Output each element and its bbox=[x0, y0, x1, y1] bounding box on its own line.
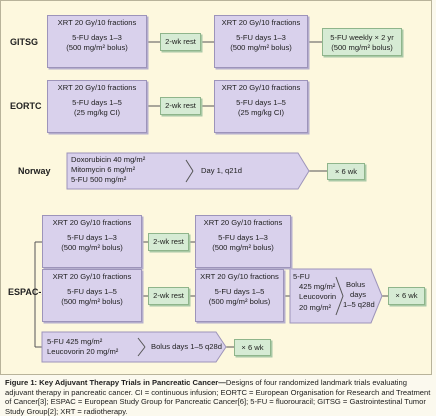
espac-row1-phase1-box: XRT 20 Gy/10 fractions 5-FU days 1–3 (50… bbox=[42, 215, 142, 268]
box-text: Bolus bbox=[346, 280, 365, 289]
gitsg-rest-box: 2-wk rest bbox=[160, 33, 201, 51]
box-text: 425 mg/m² bbox=[299, 282, 336, 292]
norway-regimen-text: Doxorubicin 40 mg/m² Mitomycin 6 mg/m² 5… bbox=[71, 155, 145, 186]
caption-text: Designs of four randomized landmark tria… bbox=[5, 378, 431, 416]
box-text: Leucovorin bbox=[299, 292, 337, 302]
box-text: 5-FU 500 mg/m² bbox=[71, 175, 127, 185]
espac-row2-repeat-box: × 6 wk bbox=[388, 287, 425, 305]
box-text: XRT 20 Gy/10 fractions bbox=[57, 18, 137, 27]
norway-schedule-text: Day 1, q21d bbox=[201, 166, 242, 175]
box-text: Leucovorin 20 mg/m² bbox=[47, 347, 119, 357]
eortc-phase1-box: XRT 20 Gy/10 fractions 5-FU days 1–5 (25… bbox=[47, 80, 147, 133]
trial-label-norway: Norway bbox=[18, 166, 51, 176]
espac-row2-rest-box: 2-wk rest bbox=[148, 287, 189, 305]
box-text: XRT 20 Gy/10 fractions bbox=[221, 83, 301, 92]
figure-caption: Figure 1: Key Adjuvant Therapy Trials in… bbox=[5, 378, 431, 416]
box-text: XRT 20 Gy/10 fractions bbox=[52, 272, 132, 281]
espac-row2-bolus-text: Bolus days 1–5 q28d bbox=[343, 280, 375, 311]
box-text: Mitomycin 6 mg/m² bbox=[71, 165, 136, 175]
eortc-phase2-box: XRT 20 Gy/10 fractions 5-FU days 1–5 (25… bbox=[214, 80, 308, 133]
box-text: 5-FU weekly × 2 yr bbox=[330, 33, 394, 42]
gitsg-phase2-box: XRT 20 Gy/10 fractions 5-FU days 1–3 (50… bbox=[214, 15, 308, 68]
box-text: 5-FU bbox=[293, 272, 310, 281]
box-text: (500 mg/m² bolus) bbox=[212, 243, 274, 253]
espac-row2-phase2-box: XRT 20 Gy/10 fractions 5-FU days 1–5 (50… bbox=[195, 269, 284, 322]
espac-row2-phase1-box: XRT 20 Gy/10 fractions 5-FU days 1–5 (50… bbox=[42, 269, 142, 322]
trial-label-eortc: EORTC bbox=[10, 101, 42, 111]
box-text: (500 mg/m² bolus) bbox=[230, 43, 292, 53]
norway-repeat-box: × 6 wk bbox=[327, 163, 365, 180]
box-text: 5-FU 425 mg/m² bbox=[47, 337, 103, 346]
espac-row1-phase2-box: XRT 20 Gy/10 fractions 5-FU days 1–3 (50… bbox=[195, 215, 291, 268]
box-text: 5-FU days 1–5 bbox=[214, 287, 265, 297]
box-text: (500 mg/m² bolus) bbox=[208, 297, 271, 307]
box-text: XRT 20 Gy/10 fractions bbox=[57, 83, 137, 92]
gitsg-maintenance-box: 5-FU weekly × 2 yr (500 mg/m² bolus) bbox=[322, 28, 402, 56]
espac-row3-repeat-box: × 6 wk bbox=[234, 339, 271, 356]
box-text: XRT 20 Gy/10 fractions bbox=[221, 18, 301, 27]
trial-label-gitsg: GITSG bbox=[10, 37, 39, 47]
box-text: (500 mg/m² bolus) bbox=[331, 43, 393, 52]
box-text: (500 mg/m² bolus) bbox=[61, 297, 123, 307]
box-text: 1–5 q28d bbox=[343, 300, 375, 310]
box-text: XRT 20 Gy/10 fractions bbox=[203, 218, 283, 227]
box-text: 5-FU days 1–5 bbox=[72, 98, 122, 108]
box-text: (500 mg/m² bolus) bbox=[66, 43, 128, 53]
box-text: 5-FU days 1–5 bbox=[67, 287, 117, 297]
box-text: 5-FU days 1–5 bbox=[236, 98, 286, 108]
box-text: 5-FU days 1–3 bbox=[218, 233, 268, 243]
box-text: (25 mg/kg CI) bbox=[238, 108, 284, 118]
box-text: Doxorubicin 40 mg/m² bbox=[71, 155, 146, 164]
box-text: 5-FU days 1–3 bbox=[72, 33, 122, 43]
box-text: 5-FU days 1–3 bbox=[236, 33, 286, 43]
eortc-rest-box: 2-wk rest bbox=[160, 97, 201, 115]
box-text: (25 mg/kg CI) bbox=[74, 108, 120, 118]
box-text: days bbox=[350, 290, 367, 300]
box-text: (500 mg/m² bolus) bbox=[61, 243, 123, 253]
trial-label-espac: ESPAC-1 bbox=[8, 287, 47, 297]
espac-row1-rest-box: 2-wk rest bbox=[148, 233, 189, 251]
espac-row3-bolus-text: Bolus days 1–5 q28d bbox=[151, 342, 222, 351]
caption-title: Figure 1: Key Adjuvant Therapy Trials in… bbox=[5, 378, 226, 387]
box-text: XRT 20 Gy/10 fractions bbox=[200, 272, 279, 281]
espac-row2-chemo-text: 5-FU 425 mg/m² Leucovorin 20 mg/m² bbox=[293, 272, 336, 313]
box-text: 5-FU days 1–3 bbox=[67, 233, 117, 243]
box-text: XRT 20 Gy/10 fractions bbox=[52, 218, 132, 227]
gitsg-phase1-box: XRT 20 Gy/10 fractions 5-FU days 1–3 (50… bbox=[47, 15, 147, 68]
espac-row3-chemo-text: 5-FU 425 mg/m² Leucovorin 20 mg/m² bbox=[47, 337, 118, 357]
box-text: 20 mg/m² bbox=[299, 302, 332, 312]
